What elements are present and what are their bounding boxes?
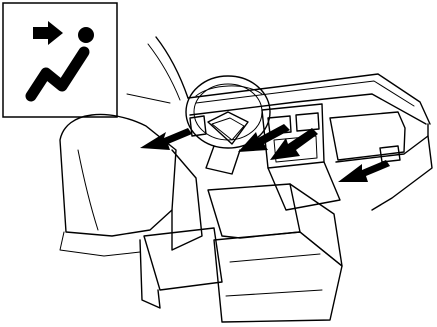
glove-box — [330, 112, 405, 160]
console — [268, 162, 340, 210]
driver-seat-base — [140, 240, 160, 308]
airflow-arrow-driver — [140, 128, 192, 150]
passenger-seat-side — [290, 184, 342, 266]
driver-seat-back — [60, 114, 176, 236]
steering-column — [206, 146, 240, 174]
steering-hub-face — [212, 118, 244, 140]
passenger-seat-seam — [230, 254, 320, 262]
icon-frame — [3, 3, 117, 117]
airflow-arrow-passenger — [338, 160, 390, 182]
driver-seat-back-seam — [78, 150, 98, 230]
passenger-seat-cushion — [214, 232, 342, 322]
center-vent-right — [296, 113, 319, 131]
passenger-seat-front — [226, 290, 322, 296]
driver-seat-side — [172, 150, 202, 250]
vent-mode-icon — [3, 3, 117, 117]
driver-seat-cushion — [144, 228, 222, 290]
dash-passenger-lower — [336, 124, 428, 162]
passenger-seat-back — [208, 184, 300, 238]
icon-person-head — [78, 27, 94, 43]
dash-right-edge — [372, 136, 432, 210]
a-pillar — [156, 37, 188, 98]
door-trim — [127, 94, 170, 103]
a-pillar-inner — [148, 44, 180, 100]
